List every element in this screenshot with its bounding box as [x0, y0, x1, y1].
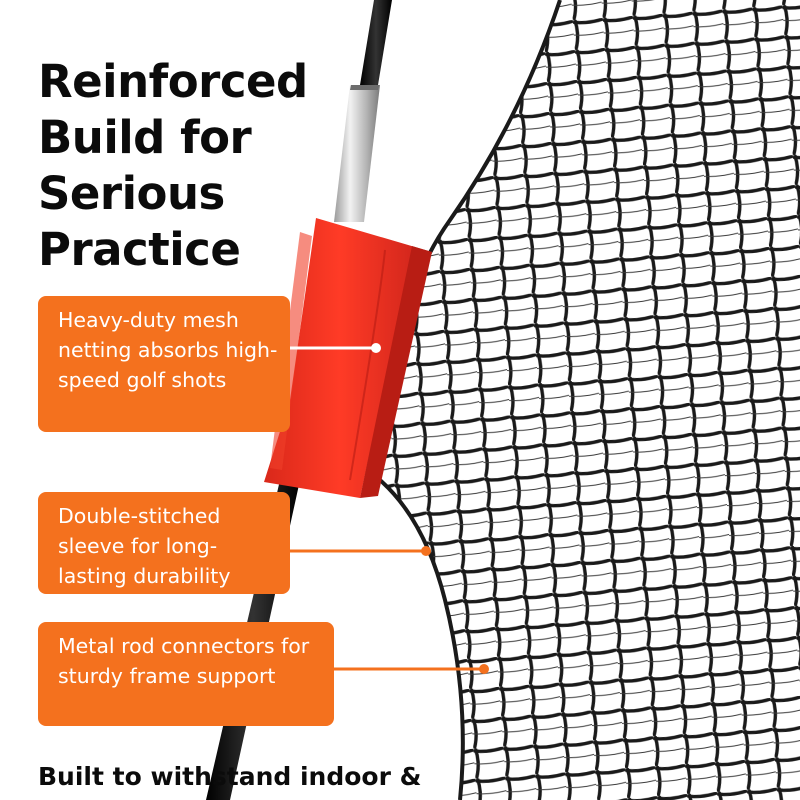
title-line: Practice	[38, 223, 241, 276]
title-line: Build for	[38, 111, 252, 164]
net-mesh-icon	[378, 0, 800, 800]
callout-mesh-netting: Heavy-duty mesh netting absorbs high-spe…	[38, 296, 290, 432]
callout-double-stitched-sleeve: Double-stitched sleeve for long-lasting …	[38, 492, 290, 594]
callout-connectors	[290, 343, 489, 674]
title-line: Serious	[38, 167, 225, 220]
callout-metal-rod-connectors: Metal rod connectors for sturdy frame su…	[38, 622, 334, 726]
page-title: Reinforced Build for Serious Practice	[38, 54, 368, 278]
callout-text: Double-stitched sleeve for long-lasting …	[58, 504, 231, 588]
callout-text: Metal rod connectors for sturdy frame su…	[58, 634, 310, 688]
callout-text: Heavy-duty mesh netting absorbs high-spe…	[58, 308, 278, 392]
title-line: Reinforced	[38, 55, 308, 108]
footer-caption: Built to withstand indoor &	[38, 762, 422, 791]
